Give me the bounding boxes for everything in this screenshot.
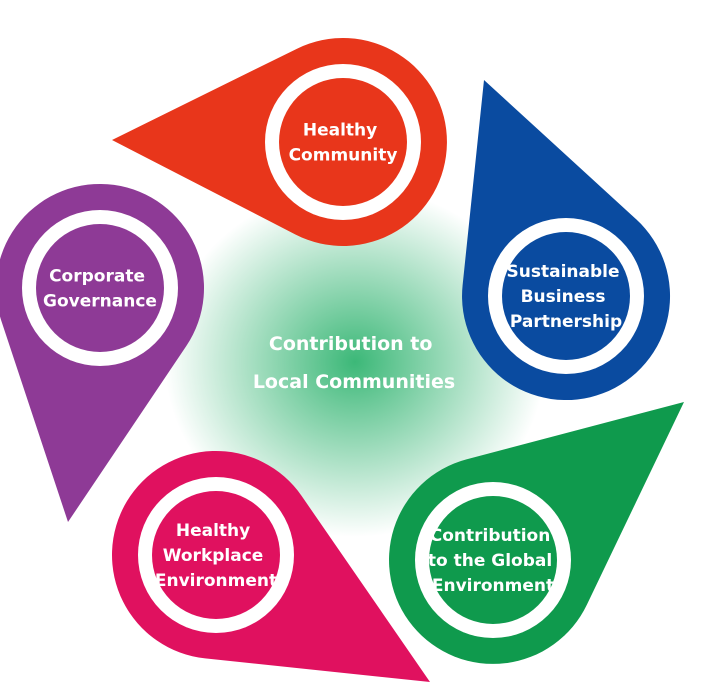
- pillar-healthy-community[interactable]: Healthy Community: [265, 64, 421, 220]
- label-sustainable-business-partnership: Sustainable Business Partnership: [507, 262, 626, 332]
- label-line: to the Global: [428, 551, 552, 571]
- label-line: Healthy: [176, 521, 250, 541]
- pillar-contribution-global-environment[interactable]: Contribution to the Global Environment: [415, 482, 571, 638]
- label-line: Sustainable: [507, 262, 620, 282]
- label-healthy-workplace-environment: Healthy Workplace Environment: [155, 521, 277, 591]
- pillar-healthy-workplace-environment[interactable]: Healthy Workplace Environment: [138, 477, 294, 633]
- pillar-sustainable-business-partnership[interactable]: Sustainable Business Partnership: [488, 218, 644, 374]
- pillar-circles: Healthy Community Sustainable Business P…: [22, 64, 644, 638]
- label-line: Contribution: [430, 526, 551, 546]
- label-corporate-governance: Corporate Governance: [43, 267, 157, 312]
- center-label-line: Local Communities: [253, 371, 455, 393]
- label-line: Corporate: [49, 267, 145, 287]
- label-contribution-global-environment: Contribution to the Global Environment: [428, 526, 558, 596]
- label-line: Governance: [43, 292, 157, 312]
- center-label: Contribution to Local Communities: [253, 333, 455, 393]
- circle-sustainable-business-partnership: [502, 232, 630, 360]
- label-line: Healthy: [303, 121, 377, 141]
- label-line: Workplace: [163, 546, 264, 566]
- pillar-corporate-governance[interactable]: Corporate Governance: [22, 210, 178, 366]
- circle-healthy-workplace-environment: [152, 491, 280, 619]
- circle-contribution-global-environment: [429, 496, 557, 624]
- label-line: Business: [521, 287, 606, 307]
- label-line: Community: [289, 146, 398, 166]
- circle-healthy-community: [279, 78, 407, 206]
- label-healthy-community: Healthy Community: [289, 121, 398, 166]
- center-label-line: Contribution to: [269, 333, 433, 355]
- label-line: Environment: [155, 571, 277, 591]
- circle-corporate-governance: [36, 224, 164, 352]
- label-line: Environment: [432, 576, 554, 596]
- label-line: Partnership: [510, 312, 622, 332]
- center-glow: [165, 187, 545, 537]
